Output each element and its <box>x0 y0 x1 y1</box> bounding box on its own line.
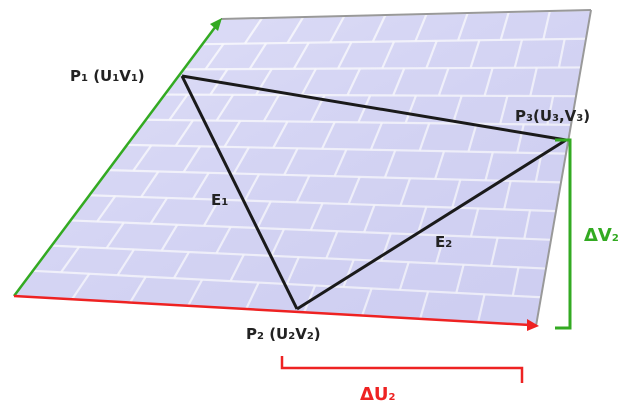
u-axis-arrowhead <box>527 319 539 331</box>
label-delta-u: ΔU2 <box>360 384 396 405</box>
label-p2: P2 (U2V2) <box>246 325 321 343</box>
u-axis-arrow-line <box>13 294 531 327</box>
edge-p1-p3 <box>181 74 567 142</box>
label-delta-v: ΔV2 <box>584 225 619 246</box>
label-e1: E1 <box>211 191 228 209</box>
brick-texture-plane <box>14 9 592 327</box>
edge-e2 <box>296 138 567 311</box>
plane-right-edge <box>535 9 592 327</box>
v-axis-arrow-line <box>12 21 221 297</box>
label-p3: P3(U3,V3) <box>515 107 590 125</box>
triangle <box>180 74 567 311</box>
edge-e1 <box>180 75 299 310</box>
v-axis-arrowhead <box>210 18 222 31</box>
delta-v-bracket <box>555 138 572 330</box>
label-e2: E2 <box>435 233 452 251</box>
label-p1: P1 (U1V1) <box>70 67 145 85</box>
plane-top-edge <box>220 9 592 20</box>
delta-u-bracket <box>280 356 524 383</box>
